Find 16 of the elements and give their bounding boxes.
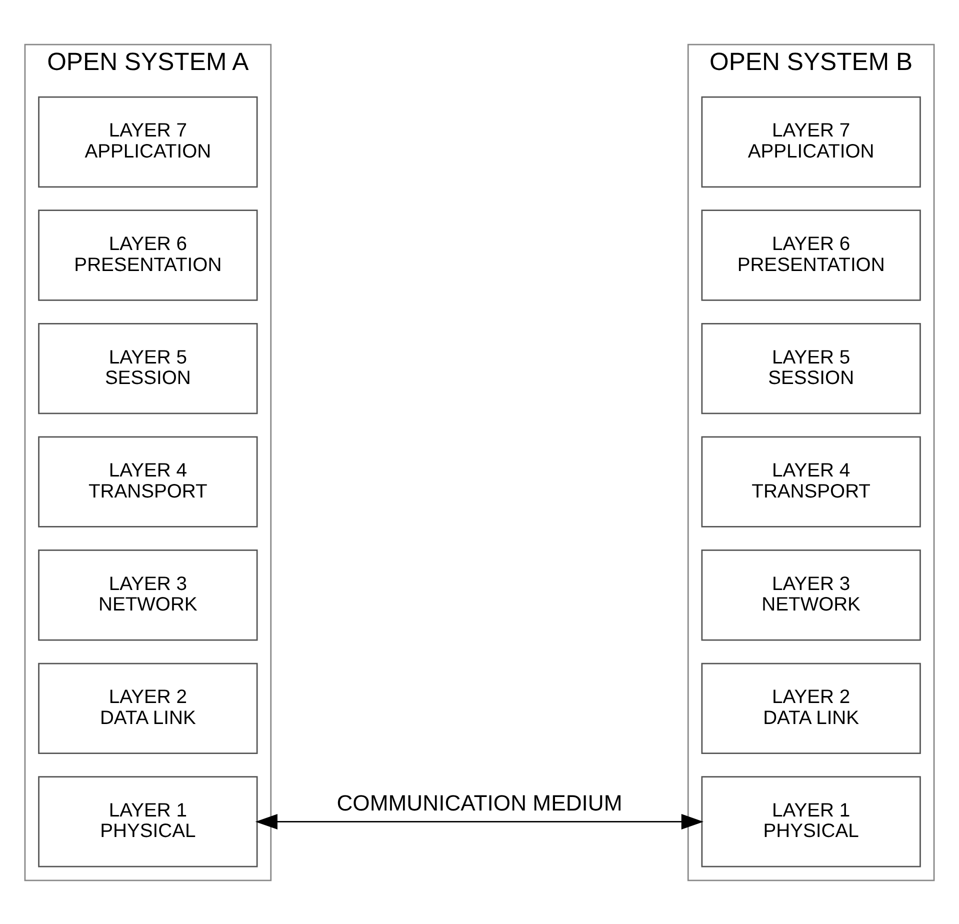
node-box: LAYER 1 PHYSICAL [38, 776, 258, 867]
node-box: LAYER 4 TRANSPORT [701, 436, 921, 527]
node-box: LAYER 7 APPLICATION [38, 96, 258, 188]
edge-label: COMMUNICATION MEDIUM [336, 790, 622, 815]
node-box: LAYER 6 PRESENTATION [701, 209, 921, 300]
node-box: LAYER 4 TRANSPORT [38, 436, 258, 527]
node-box: LAYER 2 DATA LINK [701, 662, 921, 754]
node-box: LAYER 5 SESSION [701, 322, 921, 414]
node-box: LAYER 7 APPLICATION [701, 96, 921, 188]
node-box: LAYER 3 NETWORK [38, 549, 258, 640]
arrow [255, 813, 704, 829]
node-box: LAYER 6 PRESENTATION [38, 209, 258, 300]
node-box: LAYER 2 DATA LINK [38, 662, 258, 754]
node-box: LAYER 5 SESSION [38, 322, 258, 414]
node-box: LAYER 1 PHYSICAL [701, 776, 921, 867]
node-box: LAYER 3 NETWORK [701, 549, 921, 640]
